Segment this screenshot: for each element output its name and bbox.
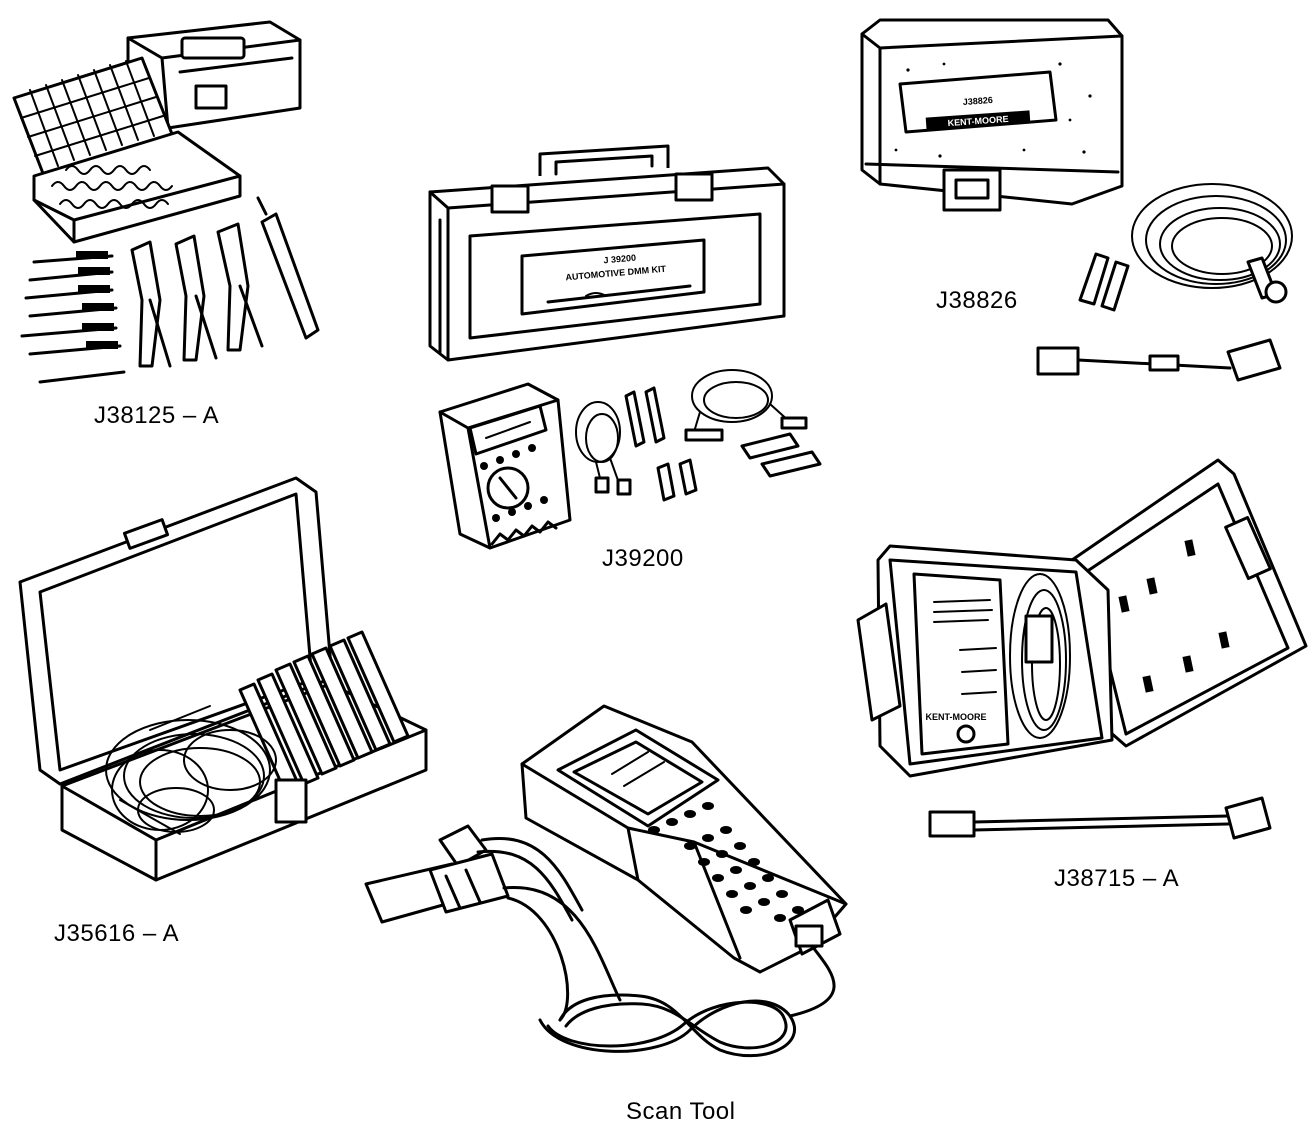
scan-tool-label: Scan Tool [626, 1098, 736, 1125]
scan-tool-drawing [366, 706, 846, 1056]
breakout-case-brand: KENT-MOORE [947, 114, 1009, 128]
adapter-kit-label: J35616 – A [54, 920, 180, 947]
harness-case-drawing: KENT-MOORE [858, 460, 1306, 838]
harness-case-brand: KENT-MOORE [925, 712, 986, 722]
breakout-box-label: J38826 [936, 287, 1018, 314]
breakout-case-model: J38826 [962, 95, 993, 107]
dmm-kit-label: J39200 [602, 545, 684, 572]
pinout-box-kit-drawing: J38826 KENT-MOORE [862, 20, 1292, 380]
test-adapter-kit-drawing [20, 478, 426, 880]
terminal-repair-kit-drawing [14, 22, 318, 382]
terminal-kit-label: J38125 – A [94, 402, 220, 429]
dmm-kit-drawing: J 39200 AUTOMOTIVE DMM KIT [430, 146, 820, 548]
harness-case-label: J38715 – A [1054, 865, 1180, 892]
dmm-case-model: J 39200 [603, 253, 636, 266]
